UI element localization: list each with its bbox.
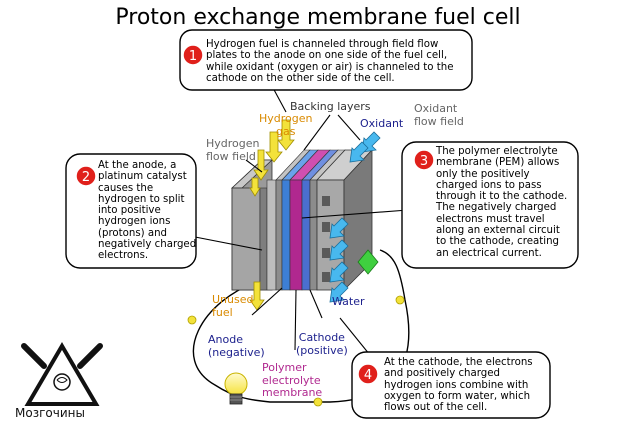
callout-box-1 [179,29,473,91]
callout-badge-2: 2 [75,165,97,187]
hydrogen-flow-field-pointer [245,159,263,173]
callout-text-3: The polymer electrolyte membrane (PEM) a… [436,146,568,259]
mozgochiny-logo [21,342,103,406]
callout-number: 1 [189,49,197,64]
hydrogen-gas-label: Hydrogen gas [259,112,313,138]
pem-label: Polymer electrolyte membrane [262,361,323,399]
electron-dot [313,397,323,407]
callout-number: 2 [82,170,90,185]
unused-fuel-arrow [249,281,265,311]
cathode-pointer [309,289,323,319]
external-circuit-wire [192,249,410,403]
callout-box-3 [401,141,579,269]
water-droplet-icon [357,249,379,275]
electron-dot [187,315,197,325]
anode-label: Anode (negative) [208,333,265,359]
callout-text-1: Hydrogen fuel is channeled through field… [206,39,454,84]
pem-pointer [294,289,297,351]
oxidant-flow-field-label: Oxidant flow field [414,102,464,128]
backing-layers-label: Backing layers [290,100,371,113]
callout-2-pointer [189,235,263,251]
backing-layers-pointer [303,114,361,151]
callout-text-2: At the anode, a platinum catalyst causes… [98,160,197,262]
page-title: Proton exchange membrane fuel cell [115,5,520,30]
light-bulb-icon [224,372,248,405]
logo-text: Мозгочины [15,406,85,420]
callout-text-4: At the cathode, the electrons and positi… [384,357,533,414]
callout-badge-3: 3 [413,149,435,171]
oxidant-label: Oxidant [360,117,404,130]
electron-dot [395,295,405,305]
callout-box-4 [351,351,551,419]
callout-box-2 [65,153,197,269]
cathode-label: Cathode (positive) [296,331,348,357]
oxidant-inlet-arrows [329,131,381,303]
water-label: Water [332,295,365,308]
anode-pointer [251,287,283,316]
callout-badge-4: 4 [357,363,379,385]
hydrogen-flow-field-label: Hydrogen flow field [206,137,260,163]
fuel-cell-stack [230,148,373,291]
callout-number: 3 [420,154,428,169]
callout-3-pointer [301,209,409,219]
callout-badge-1: 1 [182,44,204,66]
hydrogen-inlet-arrows [249,119,295,197]
callout-number: 4 [364,368,372,383]
unused-fuel-label: Unused fuel [212,293,254,319]
